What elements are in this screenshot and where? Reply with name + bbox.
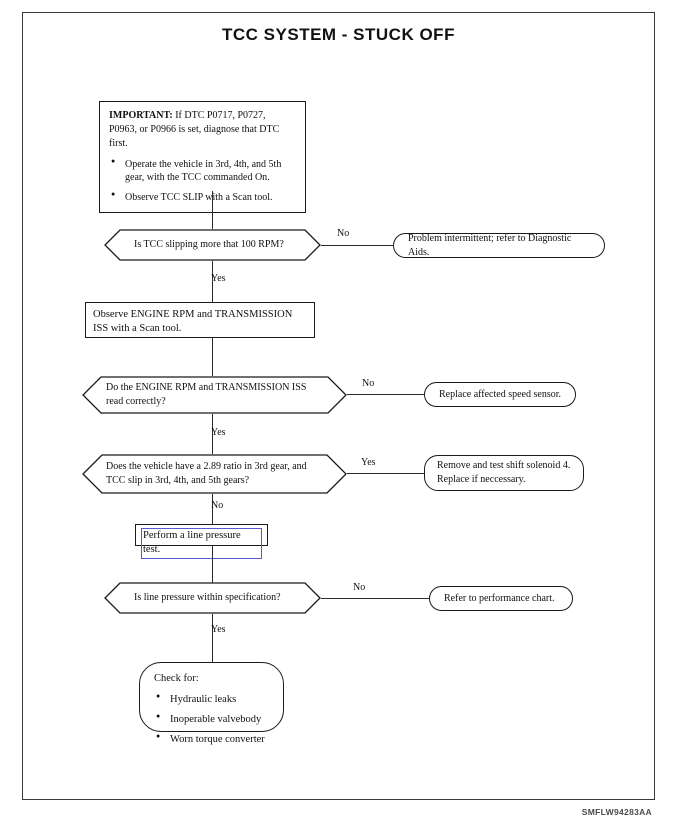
result-4-performance-chart: Refer to performance chart. [429, 586, 573, 611]
process-1-observe-rpm-iss: Observe ENGINE RPM and TRANSMISSION ISS … [85, 302, 315, 338]
final-heading: Check for: [154, 673, 199, 684]
decision-2-text-wrap: Do the ENGINE RPM and TRANSMISSION ISS r… [106, 376, 323, 414]
result-1-label: Problem intermittent; refer to Diagnosti… [408, 232, 572, 258]
process-2-label: Perform a line pressure test. [141, 528, 262, 559]
result-4-label: Refer to performance chart. [444, 592, 555, 604]
final-bullet-2: Inoperable valvebody [154, 712, 269, 727]
result-3-label-line2: Replace if neccessary. [437, 474, 526, 485]
decision-4-no-label: No [353, 582, 366, 593]
result-3-shift-solenoid: Remove and test shift solenoid 4. Replac… [424, 455, 584, 491]
decision-2-no-label: No [362, 378, 375, 389]
decision-1-no-label: No [337, 228, 350, 239]
decision-3-no-label: No [211, 500, 224, 511]
important-bullet-list: Operate the vehicle in 3rd, 4th, and 5th… [109, 157, 296, 205]
decision-3-yes-label: Yes [361, 457, 376, 468]
decision-2-label-line1: Do the ENGINE RPM and TRANSMISSION ISS [106, 382, 307, 393]
final-bullet-list: Hydraulic leaks Inoperable valvebody Wor… [154, 692, 269, 748]
hexagon-shape-3 [82, 454, 347, 494]
final-bullet-3: Worn torque converter [154, 732, 269, 747]
important-note-box: IMPORTANT: If DTC P0717, P0727, P0963, o… [99, 101, 306, 214]
decision-4-label: Is line pressure within specification? [134, 592, 281, 603]
decision-4-yes-label: Yes [211, 624, 226, 635]
final-check-for-box: Check for: Hydraulic leaks Inoperable va… [139, 662, 284, 745]
decision-4-line-pressure-spec: Is line pressure within specification? [104, 582, 321, 614]
hexagon-shape-4 [104, 582, 321, 614]
decision-1-label: Is TCC slipping more that 100 RPM? [134, 239, 284, 250]
important-lead-rest: If DTC P0717, P0727, P0963, or P0966 is … [109, 110, 280, 150]
decision-3-ratio-and-slip: Does the vehicle have a 2.89 ratio in 3r… [82, 454, 347, 494]
hexagon-shape-2 [82, 376, 347, 414]
important-label: IMPORTANT: [109, 110, 173, 121]
decision-2-read-correctly: Do the ENGINE RPM and TRANSMISSION ISS r… [82, 376, 347, 414]
decision-2-yes-label: Yes [211, 427, 226, 438]
connector-decision4-no [321, 598, 429, 600]
connector-process1-to-decision2 [212, 338, 214, 376]
result-1-problem-intermittent: Problem intermittent; refer to Diagnosti… [393, 233, 605, 258]
connector-decision1-no [321, 245, 393, 247]
connector-decision1-yes [212, 261, 214, 302]
result-2-label: Replace affected speed sensor. [439, 388, 561, 400]
result-3-label-line1: Remove and test shift solenoid 4. [437, 460, 571, 471]
page-title: TCC SYSTEM - STUCK OFF [222, 25, 455, 44]
result-2-replace-speed-sensor: Replace affected speed sensor. [424, 382, 576, 407]
connector-process2-to-decision4 [212, 546, 214, 586]
decision-1-yes-label: Yes [211, 273, 226, 284]
process-1-label: Observe ENGINE RPM and TRANSMISSION ISS … [93, 309, 293, 335]
hexagon-shape-1 [104, 229, 321, 261]
decision-2-label-line2: read correctly? [106, 396, 166, 407]
important-lead-text: IMPORTANT: If DTC P0717, P0727, P0963, o… [109, 109, 296, 152]
important-bullet-1: Operate the vehicle in 3rd, 4th, and 5th… [109, 157, 296, 185]
connector-decision2-no [347, 394, 424, 396]
decision-3-text-wrap: Does the vehicle have a 2.89 ratio in 3r… [106, 454, 323, 494]
connector-decision3-no [212, 494, 214, 526]
connector-decision3-yes [347, 473, 424, 475]
connector-important-to-decision1 [212, 191, 214, 229]
connector-decision2-yes [212, 414, 214, 454]
decision-3-label-line1: Does the vehicle have a 2.89 ratio in 3r… [106, 461, 307, 472]
connector-decision4-yes [212, 614, 214, 662]
important-bullet-2: Observe TCC SLIP with a Scan tool. [109, 190, 296, 205]
document-code: SMFLW94283AA [581, 807, 652, 817]
decision-1-is-tcc-slipping: Is TCC slipping more that 100 RPM? [104, 229, 321, 261]
final-bullet-1: Hydraulic leaks [154, 692, 269, 707]
decision-3-label-line2: TCC slip in 3rd, 4th, and 5th gears? [106, 475, 250, 486]
process-2-line-pressure-test[interactable]: Perform a line pressure test. [135, 524, 268, 559]
result-3-text-wrap: Remove and test shift solenoid 4. Replac… [437, 459, 570, 487]
